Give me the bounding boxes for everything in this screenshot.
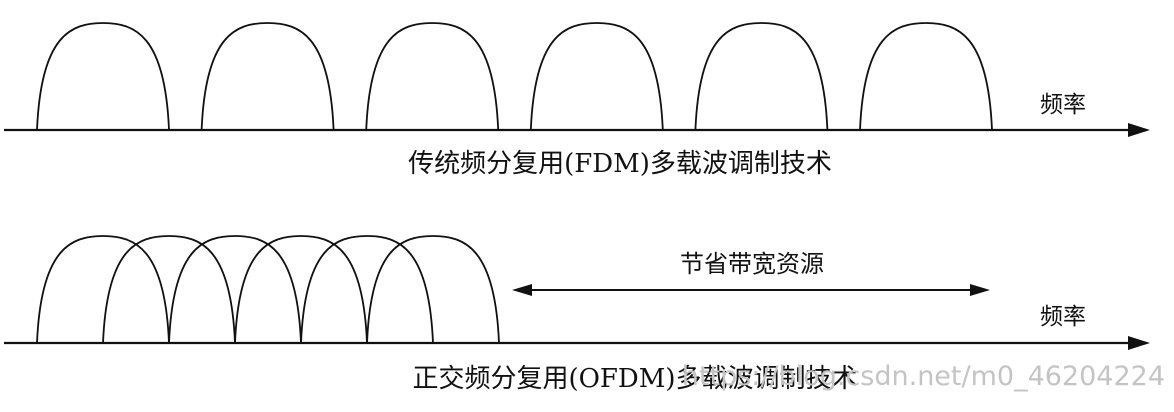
ofdm-caption: 正交频分复用(OFDM)多载波调制技术 [412,364,857,394]
watermark-text: https://blog.csdn.net/m0_46204224 [682,361,1165,392]
ofdm-subcarrier-6 [366,235,500,344]
fdm-subcarrier-group [36,22,993,131]
fdm-caption: 传统频分复用(FDM)多载波调制技术 [408,149,832,179]
fdm-subcarrier-4 [529,22,664,131]
ofdm-subcarrier-2 [102,235,236,344]
ofdm-axis-arrowhead [1128,336,1150,350]
bandwidth-savings-arrow-left-head [512,284,532,296]
ofdm-subcarrier-1 [36,235,170,344]
ofdm-subcarrier-5 [300,235,434,344]
fdm-subcarrier-5 [694,22,829,131]
fdm-subcarrier-1 [36,22,170,131]
fdm-subcarrier-3 [365,22,500,131]
ofdm-axis-label: 频率 [1040,304,1086,330]
fdm-axis-arrowhead [1128,123,1150,137]
ofdm-panel: 频率 节省带宽资源 正交频分复用(OFDM)多载波调制技术 [4,235,1150,394]
fdm-subcarrier-6 [859,22,993,131]
ofdm-subcarrier-4 [234,235,368,344]
ofdm-subcarrier-3 [168,235,302,344]
fdm-subcarrier-2 [200,22,335,131]
fdm-axis-label: 频率 [1040,92,1086,118]
bandwidth-savings-arrow-right-head [970,284,990,296]
ofdm-subcarrier-group [36,235,500,344]
bandwidth-savings-label: 节省带宽资源 [680,250,824,278]
fdm-panel: 频率 传统频分复用(FDM)多载波调制技术 [4,22,1150,179]
